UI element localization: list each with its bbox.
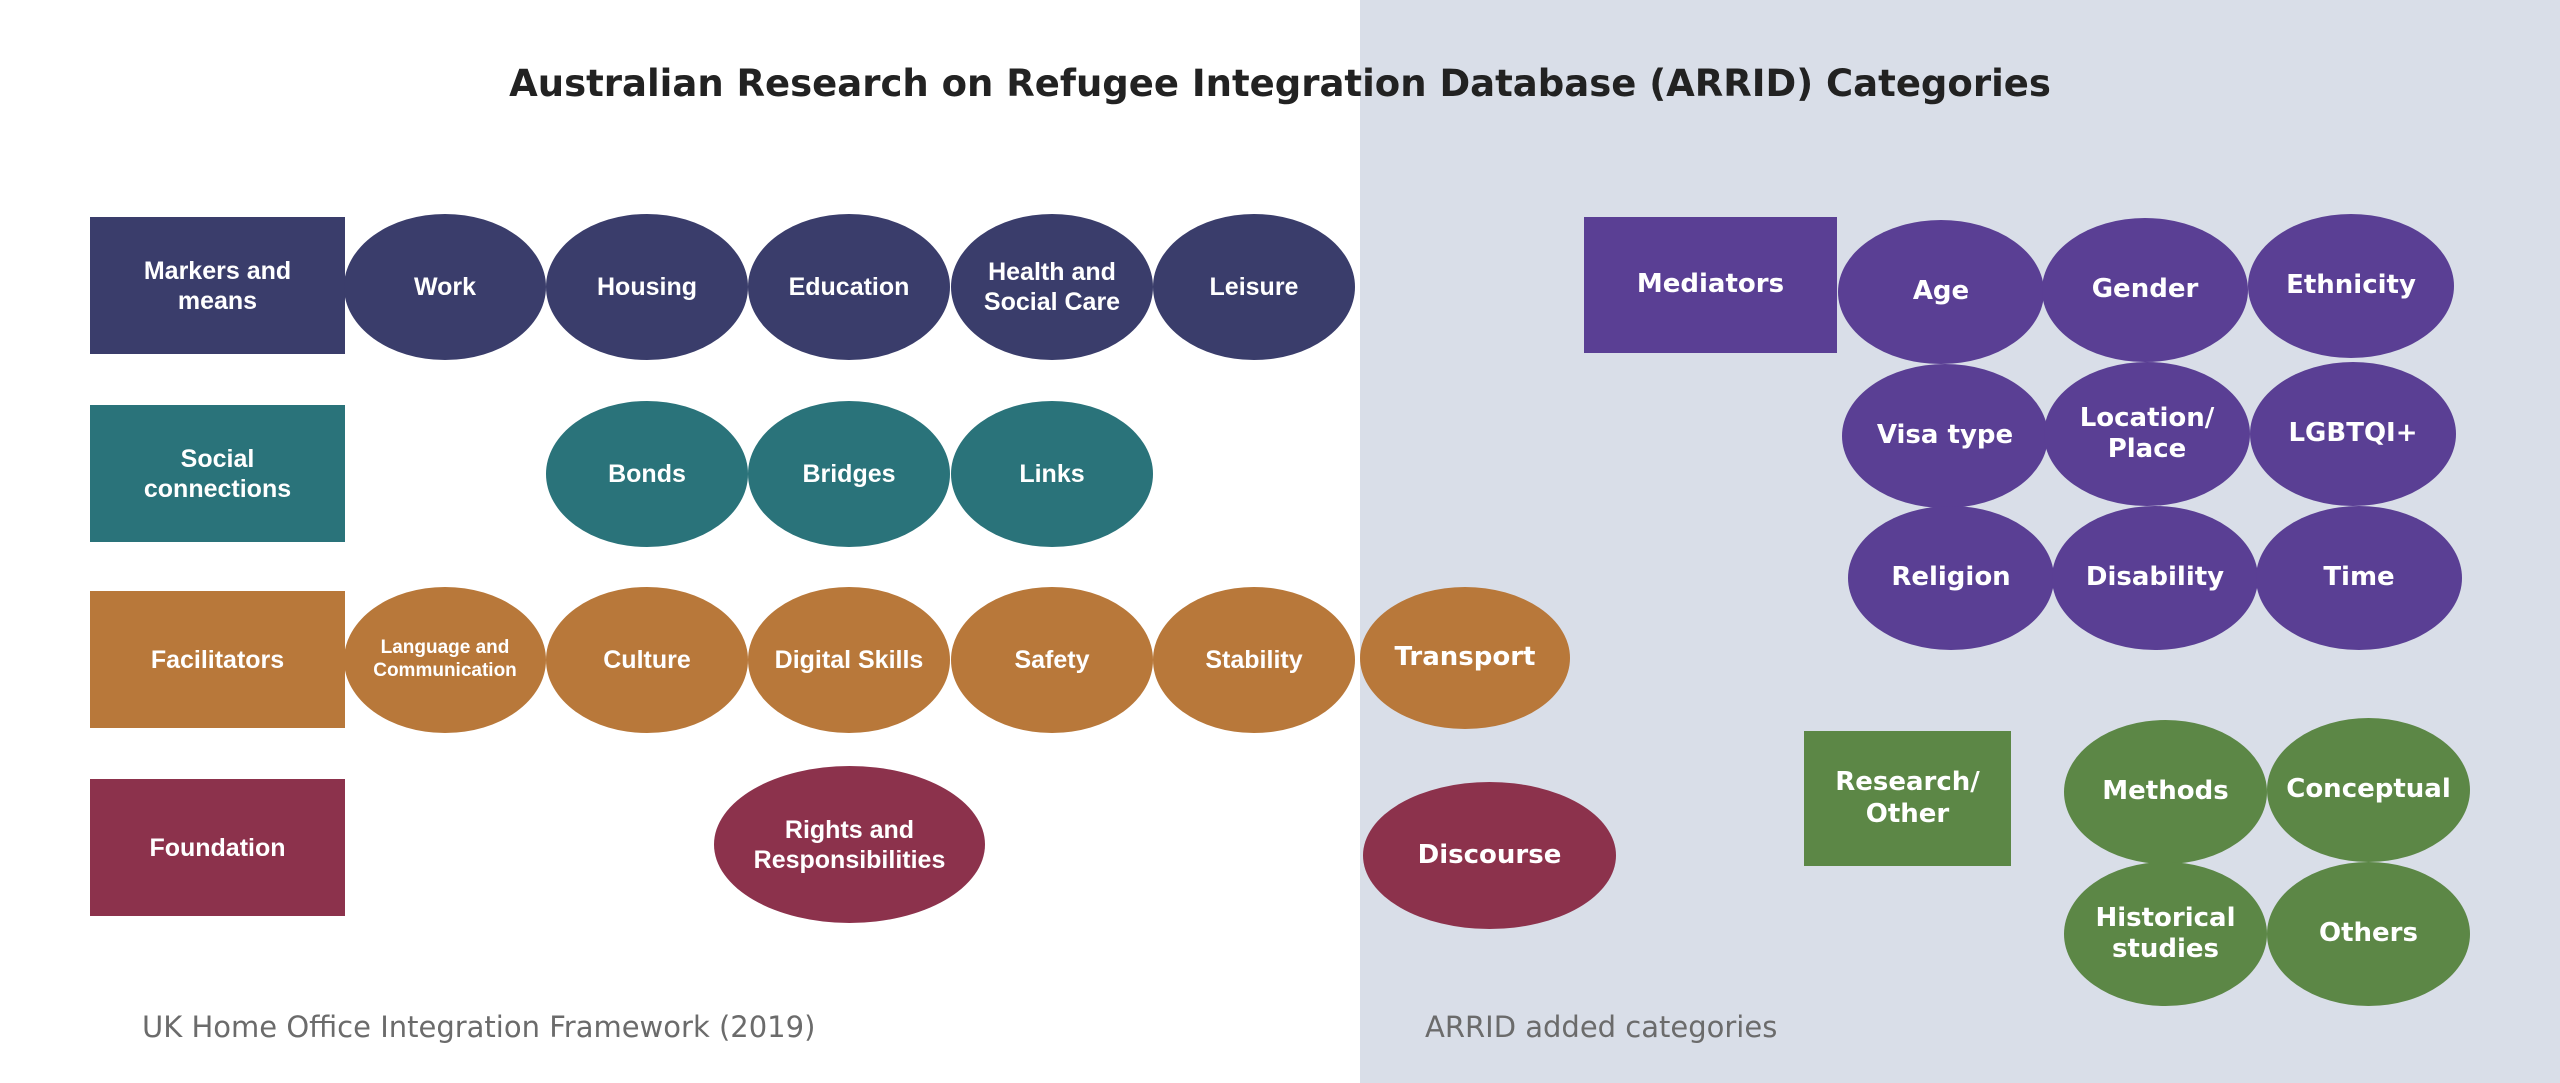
item-leisure: Leisure	[1153, 214, 1355, 360]
item-language-communication: Language and Communication	[344, 587, 546, 733]
item-lgbtqi: LGBTQI+	[2250, 362, 2456, 506]
item-discourse: Discourse	[1363, 782, 1616, 929]
category-social-connections: Social connections	[90, 405, 345, 542]
page-title: Australian Research on Refugee Integrati…	[509, 62, 2051, 105]
item-culture: Culture	[546, 587, 748, 733]
item-safety: Safety	[951, 587, 1153, 733]
arrid-caption: ARRID added categories	[1425, 1010, 1778, 1044]
item-stability: Stability	[1153, 587, 1355, 733]
item-time: Time	[2256, 506, 2462, 650]
category-markers-and-means: Markers and means	[90, 217, 345, 354]
uk-framework-caption: UK Home Office Integration Framework (20…	[142, 1010, 816, 1044]
item-age: Age	[1838, 220, 2044, 364]
item-ethnicity: Ethnicity	[2248, 214, 2454, 358]
item-historical-studies: Historical studies	[2064, 862, 2267, 1006]
item-education: Education	[748, 214, 950, 360]
category-mediators: Mediators	[1584, 217, 1837, 353]
item-transport: Transport	[1360, 587, 1570, 729]
item-methods: Methods	[2064, 720, 2267, 864]
category-foundation: Foundation	[90, 779, 345, 916]
category-facilitators: Facilitators	[90, 591, 345, 728]
item-bonds: Bonds	[546, 401, 748, 547]
item-housing: Housing	[546, 214, 748, 360]
item-bridges: Bridges	[748, 401, 950, 547]
item-visa-type: Visa type	[1842, 364, 2048, 508]
item-health-social-care: Health and Social Care	[951, 214, 1153, 360]
item-digital-skills: Digital Skills	[748, 587, 950, 733]
category-research-other: Research/ Other	[1804, 731, 2011, 866]
item-disability: Disability	[2052, 506, 2258, 650]
item-rights-responsibilities: Rights and Responsibilities	[714, 766, 985, 923]
item-religion: Religion	[1848, 506, 2054, 650]
item-links: Links	[951, 401, 1153, 547]
item-gender: Gender	[2042, 218, 2248, 362]
item-work: Work	[344, 214, 546, 360]
item-conceptual: Conceptual	[2267, 718, 2470, 862]
item-location-place: Location/ Place	[2044, 362, 2250, 506]
item-others: Others	[2267, 862, 2470, 1006]
